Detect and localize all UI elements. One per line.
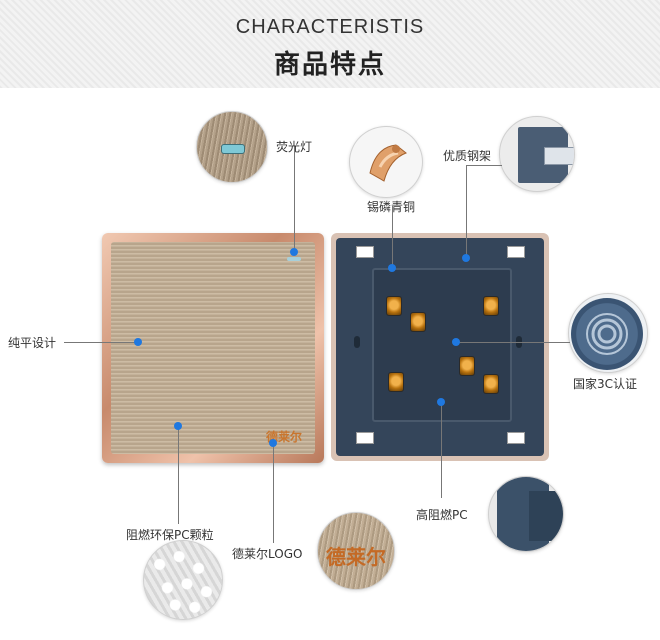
terminal (483, 296, 499, 316)
indicator-light (287, 257, 301, 261)
header-banner: CHARACTERISTIS 商品特点 (0, 0, 660, 88)
title-english: CHARACTERISTIS (235, 16, 425, 38)
callout-dot (174, 422, 182, 430)
ccc-certification-icon (571, 298, 643, 370)
detail-pc-material-image (488, 476, 564, 552)
detail-copper-image (349, 126, 423, 198)
detail-pc-particles-image (143, 540, 223, 620)
callout-dot (452, 338, 460, 346)
detail-3c-mark-image (568, 293, 648, 373)
callout-dot (462, 254, 470, 262)
detail-logo-image: 德莱尔 (317, 512, 395, 590)
label-brand-logo: 德莱尔LOGO (232, 547, 303, 561)
switch-front-panel (111, 242, 315, 454)
callout-dot (388, 264, 396, 272)
label-flat-design: 纯平设计 (8, 336, 57, 350)
terminal (483, 374, 499, 394)
title-chinese: 商品特点 (273, 50, 386, 80)
bottom-notch (437, 456, 447, 461)
terminal (459, 356, 475, 376)
callout-dot (269, 439, 277, 447)
detail-steel-frame-image (499, 116, 575, 192)
mount-slot (356, 246, 374, 258)
label-high-flame-retardant-pc: 高阻燃PC (416, 508, 468, 522)
terminal (410, 312, 426, 332)
terminal (386, 296, 402, 316)
label-tin-phosphor-bronze: 锡磷青铜 (367, 200, 416, 214)
mount-slot (356, 432, 374, 444)
label-pc-particles: 阻燃环保PC颗粒 (126, 528, 214, 542)
callout-dot (437, 398, 445, 406)
callout-dot (134, 338, 142, 346)
callout-dot (290, 248, 298, 256)
label-3c-certification: 国家3C认证 (573, 377, 638, 391)
copper-contact-icon (369, 144, 407, 182)
mount-slot (507, 432, 525, 444)
detail-led-image (196, 111, 268, 183)
logo-closeup-text: 德莱尔 (326, 545, 386, 569)
mount-slot (507, 246, 525, 258)
terminal (388, 372, 404, 392)
led-indicator-icon (221, 144, 245, 154)
switch-mechanism (372, 268, 512, 422)
label-fluorescent-light: 荧光灯 (276, 140, 313, 154)
side-hole (354, 336, 360, 348)
label-quality-steel-frame: 优质钢架 (443, 149, 492, 163)
